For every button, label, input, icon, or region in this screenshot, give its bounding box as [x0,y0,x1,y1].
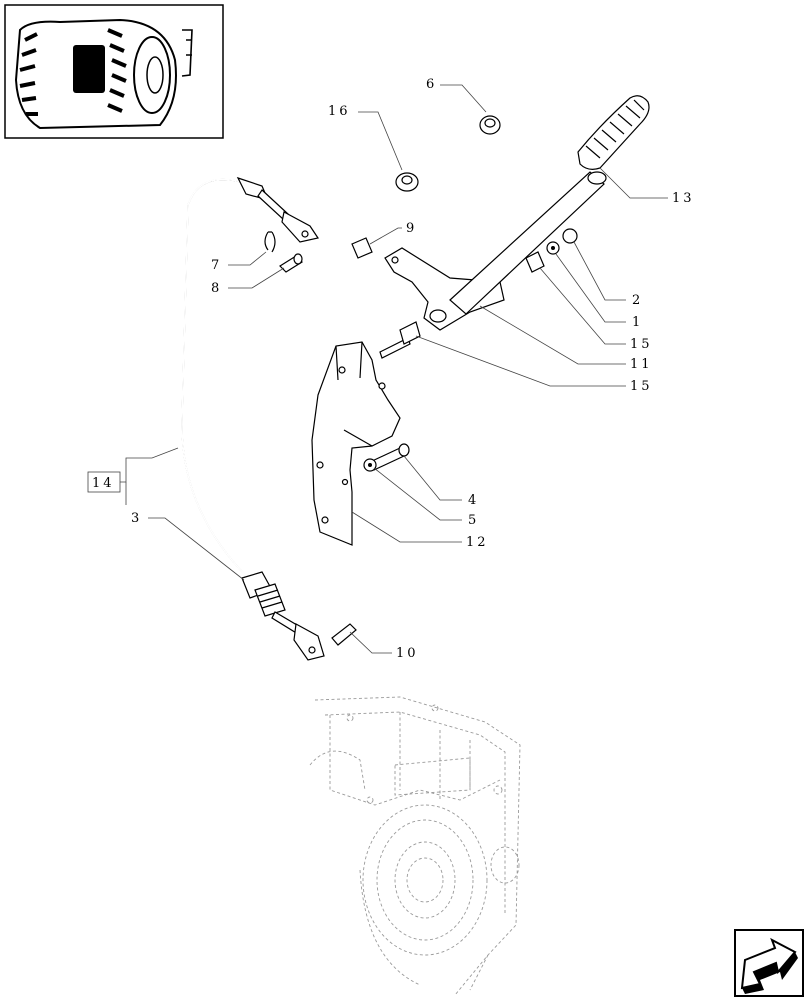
callout-16: 16 [328,104,351,119]
callout-10: 10 [396,646,419,661]
bush-part-16 [395,172,419,192]
clip-part-7 [264,231,276,253]
pivot-pin [379,321,421,359]
bush-part-6 [479,115,501,135]
washer-part-2 [562,228,578,244]
lever-rod-part-13 [449,171,607,315]
callout-14-box [87,471,121,493]
callout-11: 11 [630,357,653,372]
pin-part-10 [331,623,357,646]
callout-1: 1 [632,315,643,330]
spacer-part-15 [525,251,545,273]
callout-8: 8 [211,281,222,296]
callout-13: 13 [672,191,695,206]
callout-6: 6 [426,77,437,92]
lever-bracket-part-11 [384,247,505,331]
lever-boot-part-13 [577,95,650,170]
bush-part-9 [351,237,373,259]
washer-part-5 [363,458,377,472]
callout-5: 5 [468,513,479,528]
control-cable [181,176,325,661]
callout-14: 14 [92,476,115,491]
callout-7: 7 [211,258,222,273]
leader-lines [120,84,668,654]
callout-9: 9 [406,221,417,236]
callout-2: 2 [632,293,643,308]
callout-3: 3 [131,511,142,526]
transmission-housing-outline [309,696,521,996]
callout-15-lower: 15 [630,379,653,394]
support-plate-part-12 [311,341,401,546]
callout-4: 4 [468,493,479,508]
callout-12: 12 [466,535,489,550]
washer-part-1 [546,241,560,255]
tractor-rear-wheel-icon [4,4,224,139]
pin-part-8 [279,253,303,273]
callout-15: 15 [630,337,653,352]
next-page-arrow-icon[interactable] [734,929,804,997]
